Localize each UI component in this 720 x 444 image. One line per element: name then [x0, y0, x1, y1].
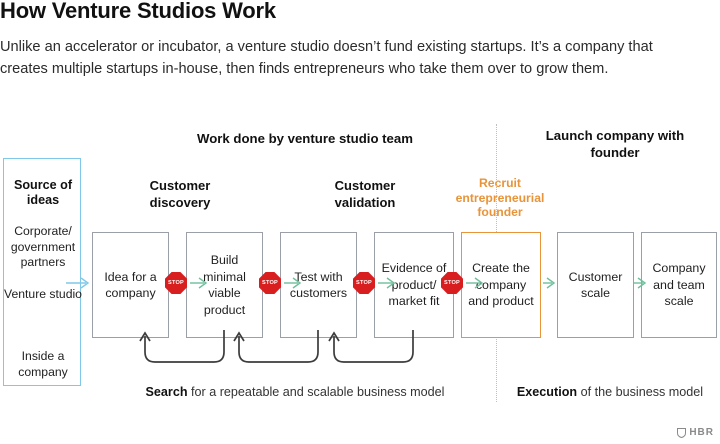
hbr-logo: HBR: [677, 427, 714, 438]
stage-label: Build minimal viable product: [203, 253, 246, 317]
section-header-studio-work: Work done by venture studio team: [197, 131, 413, 146]
arrow-stage-2-to-3: [284, 277, 302, 289]
source-item: Inside a company: [18, 349, 68, 379]
footer-execution-bold: Execution: [516, 385, 578, 399]
footer-execution-rest: of the business model: [577, 385, 704, 399]
source-of-ideas-panel: Source of ideas Corporate/ government pa…: [3, 158, 82, 386]
stage-label: Test with customers: [289, 269, 348, 301]
hbr-logo-text: HBR: [689, 427, 714, 438]
stage-box-customer-scale: Customer scale: [557, 232, 634, 338]
stop-sign-icon: STOP: [259, 272, 281, 294]
arrow-stage-6-to-7: [634, 277, 647, 289]
page-title: How Venture Studios Work: [0, 0, 276, 23]
section-header-launch-company: Launch company with founder: [545, 128, 685, 160]
arrow-stage-3-to-4: [378, 277, 396, 289]
stop-sign-label: STOP: [356, 280, 372, 286]
page-deck: Unlike an accelerator or incubator, a ve…: [0, 39, 653, 77]
stage-box-idea: Idea for a company: [92, 232, 169, 338]
stop-sign-label: STOP: [168, 280, 184, 286]
stage-box-test: Test with customers: [280, 232, 357, 338]
stage-box-create-company: Create the company and product: [461, 232, 541, 338]
arrow-stage-4-to-5: [466, 277, 484, 289]
feedback-loop-arrows: [139, 330, 414, 363]
column-label-recruit-founder: Recruit entrepreneurial founder: [455, 176, 545, 219]
stage-label: Customer scale: [568, 269, 623, 301]
stage-label: Company and team scale: [652, 261, 706, 309]
stop-sign-label: STOP: [444, 280, 460, 286]
stop-sign-label: STOP: [262, 280, 278, 286]
footer-search: Search for a repeatable and scalable bus…: [125, 384, 465, 400]
footer-search-rest: for a repeatable and scalable business m…: [187, 385, 445, 399]
source-item: Venture studio: [4, 287, 82, 301]
stage-label: Create the company and product: [468, 261, 534, 309]
arrow-source-to-idea: [66, 277, 90, 289]
stage-box-team-scale: Company and team scale: [641, 232, 717, 338]
source-of-ideas-title: Source of ideas: [13, 178, 73, 207]
shield-icon: [677, 427, 687, 438]
stop-sign-icon: STOP: [165, 272, 187, 294]
column-label-customer-validation: Customer validation: [334, 178, 396, 210]
footer-search-bold: Search: [145, 385, 188, 399]
column-label-customer-discovery: Customer discovery: [149, 178, 211, 210]
source-item: Corporate/ government partners: [10, 224, 76, 269]
arrow-stage-1-to-2: [190, 277, 208, 289]
stage-label: Idea for a company: [104, 269, 157, 301]
stage-label: Evidence of product/ market fit: [381, 261, 447, 309]
stop-sign-icon: STOP: [441, 272, 463, 294]
stop-sign-icon: STOP: [353, 272, 375, 294]
arrow-stage-5-to-6: [543, 277, 556, 289]
footer-execution: Execution of the business model: [505, 384, 715, 400]
